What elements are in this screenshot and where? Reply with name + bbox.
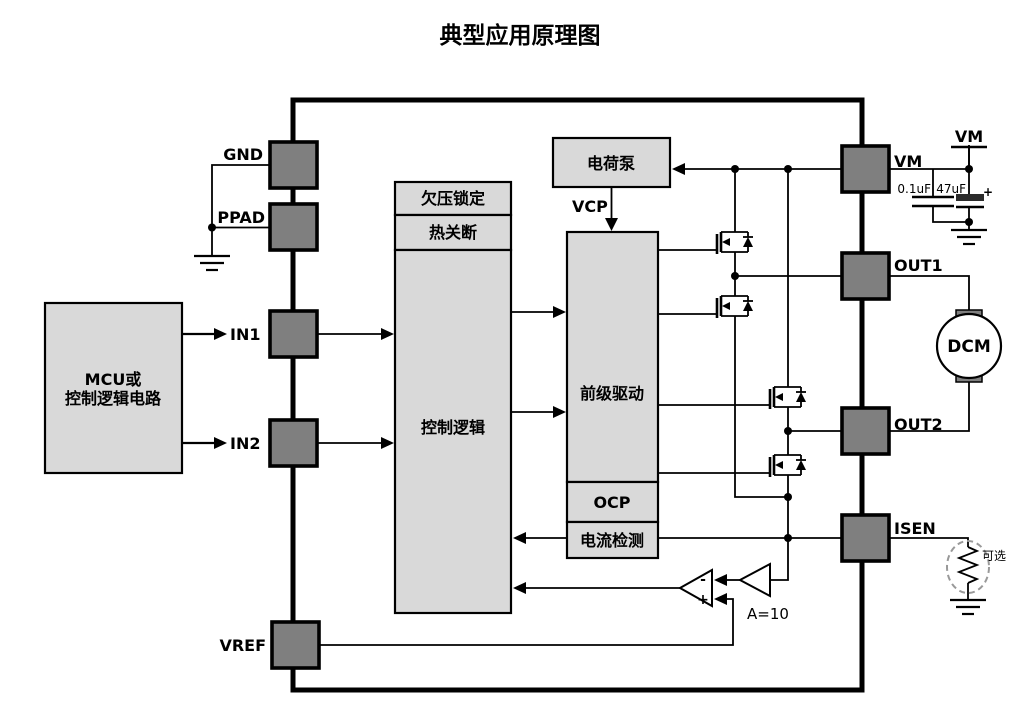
halfbridge-net-a (734, 169, 788, 498)
pin-label-out2: OUT2 (894, 415, 943, 434)
arrowhead-charge-pump (672, 163, 685, 175)
vcp-label: VCP (572, 197, 608, 216)
pin-out1 (840, 251, 891, 301)
arrowhead-comp-plus (714, 593, 727, 605)
predriver-block (565, 230, 660, 484)
arrowhead-sense-ctrl (513, 532, 526, 544)
arrowhead-ctrl-in2 (381, 437, 394, 449)
ground-symbol-left (194, 254, 230, 272)
out2-ext-wire (885, 382, 970, 432)
arrowhead-predriver-2 (553, 406, 566, 418)
diagram-title: 典型应用原理图 (440, 22, 601, 49)
mosfet-ls1 (658, 295, 753, 318)
junction-dot (208, 223, 216, 232)
ground-symbol-isen (950, 598, 986, 616)
pin-vm (840, 144, 891, 194)
capacitor-ceramic (912, 169, 969, 223)
mcu-label-line2: 控制逻辑电路 (65, 389, 162, 408)
charge-pump-label: 电荷泵 (587, 154, 635, 173)
ic-outline (290, 97, 865, 693)
vref-net (318, 598, 734, 646)
charge-pump-block (551, 136, 672, 189)
arrowhead-vcp (605, 218, 618, 231)
halfbridge-net-b (770, 169, 789, 581)
predriver-label: 前级驱动 (580, 384, 644, 403)
pin-label-out1: OUT1 (894, 256, 943, 275)
junction-dot (965, 165, 973, 173)
gain-buffer-amp (737, 562, 771, 598)
pin-ppad (268, 202, 319, 252)
vm-supply-label: VM (955, 127, 983, 146)
arrowhead-in2 (214, 437, 227, 449)
junction-dot (784, 165, 792, 173)
pin-label-vref: VREF (219, 636, 266, 655)
mcu-label-line1: MCU或 (85, 370, 142, 389)
junction-dot (731, 165, 739, 173)
isen-ext-wire (885, 537, 969, 547)
cap-polarity-label: + (983, 185, 993, 199)
arrowhead-in1 (214, 328, 227, 340)
motor-label: DCM (947, 337, 991, 357)
arrowhead-comp-minus (714, 574, 727, 586)
cap-ceramic-label: 0.1uF (897, 182, 931, 196)
ground-symbol-vm (951, 228, 987, 246)
pin-in1 (268, 309, 319, 359)
pin-label-ppad: PPAD (217, 208, 265, 227)
pin-vref (270, 620, 321, 670)
junction-dot (965, 218, 973, 226)
gain-label: A=10 (747, 605, 789, 623)
ocp-label: OCP (593, 493, 630, 512)
arrowhead-predriver-1 (553, 306, 566, 318)
mcu-block (43, 301, 184, 475)
mosfet-hs1 (658, 231, 753, 254)
pin-out2 (840, 406, 891, 456)
junction-dot (784, 534, 792, 542)
pin-label-in1: IN1 (230, 325, 260, 344)
uvlo-label: 欠压锁定 (421, 189, 485, 208)
cap-bulk-label: 47uF (936, 182, 966, 196)
current-sense-label: 电流检测 (580, 531, 644, 550)
thermal-shutdown-label: 热关断 (429, 223, 477, 242)
pin-label-gnd: GND (223, 145, 263, 164)
pin-in2 (268, 418, 319, 468)
junction-dot (784, 427, 792, 435)
ocp-block (565, 480, 660, 524)
comparator-minus-label: - (700, 572, 706, 588)
junction-dot (731, 272, 739, 280)
control-logic-label: 控制逻辑 (421, 418, 485, 437)
mosfet-hs2 (658, 386, 806, 409)
optional-label: 可选 (982, 549, 1006, 563)
junction-dot (784, 493, 792, 501)
comparator-plus-label: + (697, 592, 709, 608)
pin-isen (840, 513, 891, 563)
comparator-amp (677, 568, 713, 608)
pin-label-isen: ISEN (894, 519, 936, 538)
pin-label-in2: IN2 (230, 434, 260, 453)
dc-motor: DCM (935, 309, 1003, 383)
control-logic-block (393, 248, 513, 615)
out1-ext-wire (885, 275, 970, 310)
uvlo-block (393, 180, 513, 217)
arrowhead-ctrl-in1 (381, 328, 394, 340)
current-sense-block (565, 520, 660, 560)
arrowhead-comp-ctrl (513, 582, 526, 594)
pin-label-vm: VM (894, 152, 922, 171)
sense-resistor-optional (946, 540, 990, 600)
mosfet-ls2 (658, 454, 806, 477)
pin-gnd (268, 140, 319, 190)
